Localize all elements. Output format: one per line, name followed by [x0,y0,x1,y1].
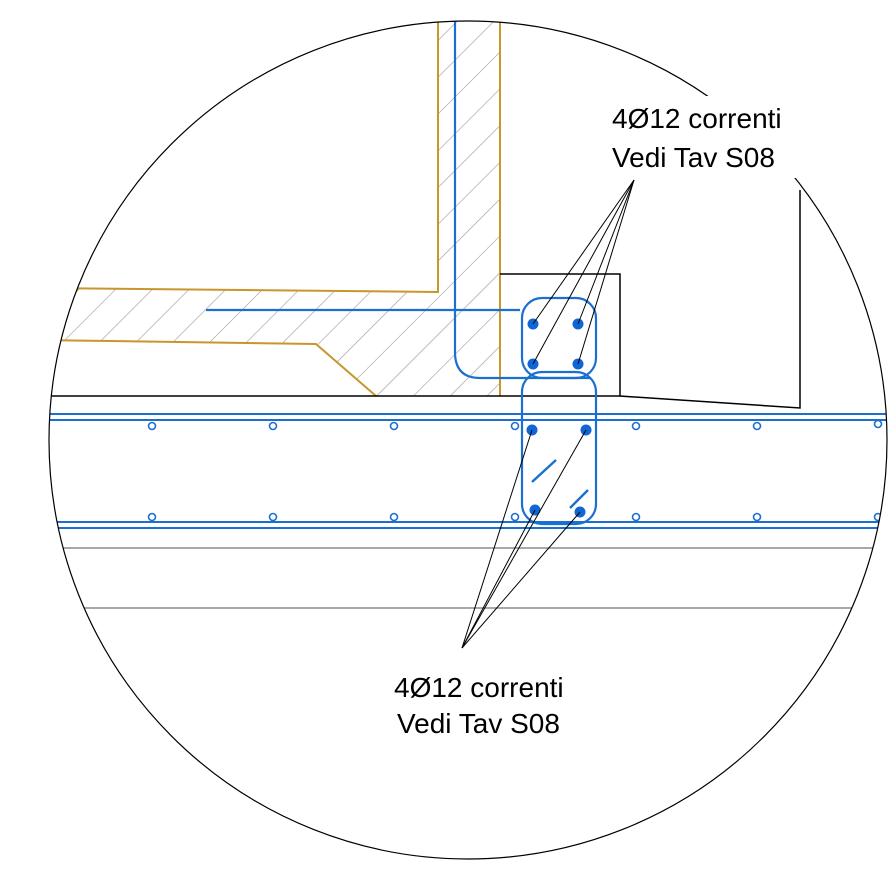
wall-rebar [453,21,590,380]
annotation-bottom: 4Ø12 correnti Vedi Tav S08 [394,672,564,739]
beam-stirrup [520,370,598,526]
stirrup-hook-right [569,489,589,509]
annotation-bottom-line1: 4Ø12 correnti [394,672,564,703]
concrete-edge-lower [49,339,377,397]
annotation-top-line1: 4Ø12 correnti [612,103,782,134]
leader-lines-top [532,179,635,365]
concrete-edge [49,21,439,294]
main-bars-top [527,318,584,370]
distribution-bars-lower [147,512,883,522]
distribution-bars-upper [147,419,883,431]
annotation-top: 4Ø12 correnti Vedi Tav S08 [606,96,830,178]
upper-longitudinal-bars [49,413,887,421]
leader-lines-bottom [461,429,587,649]
annotation-bottom-line2: Vedi Tav S08 [397,708,560,739]
lower-longitudinal-bars [49,521,887,529]
top-stirrup [520,296,598,380]
concrete-section [49,21,500,396]
detail-content [49,21,887,649]
detail-circle [48,20,888,860]
annotation-top-line2: Vedi Tav S08 [612,142,775,173]
stirrup-hook-left [531,459,557,483]
annotation-top-bg [606,96,830,178]
